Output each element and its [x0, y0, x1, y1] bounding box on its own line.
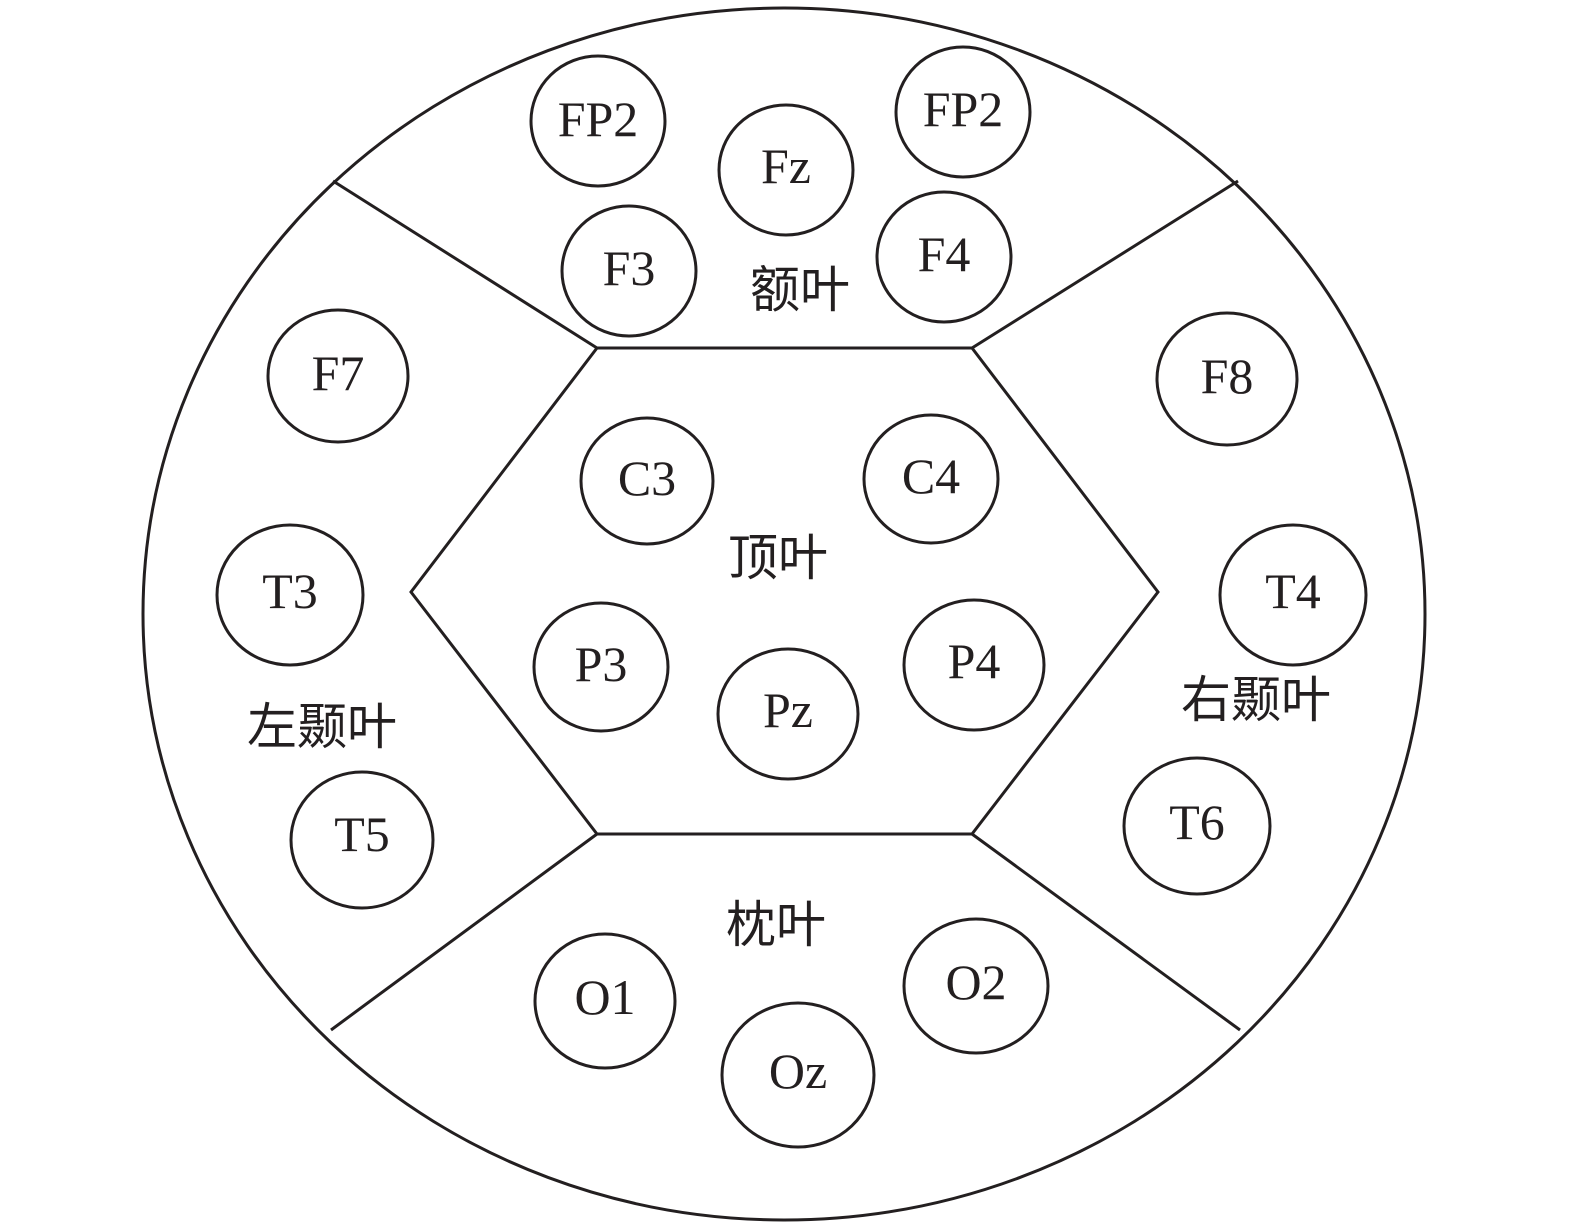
- head-outline: [141, 6, 1427, 1222]
- svg-text:C4: C4: [902, 448, 960, 504]
- region-occipital-label: 枕叶: [726, 896, 826, 954]
- electrode-f3: F3: [560, 204, 698, 338]
- divider-top-right: [971, 179, 1239, 350]
- electrode-c4: C4: [862, 413, 1000, 545]
- electrode-t3: T3: [215, 523, 365, 667]
- svg-text:F8: F8: [1201, 348, 1254, 404]
- electrode-f8: F8: [1155, 311, 1299, 447]
- svg-text:Fz: Fz: [761, 138, 811, 194]
- electrode-t5: T5: [289, 770, 435, 910]
- divider-top-left: [332, 179, 598, 350]
- svg-text:T4: T4: [1265, 563, 1321, 619]
- region-left-temporal-label: 左颞叶: [247, 698, 397, 756]
- svg-text:FP2: FP2: [923, 81, 1004, 137]
- electrode-o1: O1: [533, 932, 677, 1070]
- electrode-c3: C3: [579, 416, 715, 546]
- divider-bottom-right: [971, 832, 1241, 1032]
- region-parietal-label: 顶叶: [728, 529, 828, 587]
- svg-text:P3: P3: [575, 636, 628, 692]
- svg-text:FP2: FP2: [558, 91, 639, 147]
- electrode-f7: F7: [266, 308, 410, 444]
- region-frontal-label: 额叶: [750, 261, 850, 319]
- svg-text:F4: F4: [918, 226, 971, 282]
- svg-text:Pz: Pz: [763, 682, 813, 738]
- electrode-oz: Oz: [720, 1001, 876, 1149]
- svg-text:T5: T5: [334, 806, 390, 862]
- svg-text:F3: F3: [603, 240, 656, 296]
- electrode-p3: P3: [532, 601, 670, 733]
- svg-text:O2: O2: [945, 954, 1006, 1010]
- svg-text:F7: F7: [312, 345, 365, 401]
- svg-text:C3: C3: [618, 450, 676, 506]
- electrode-pz: Pz: [716, 647, 860, 781]
- electrode-fz: Fz: [717, 103, 855, 237]
- electrode-p4: P4: [902, 598, 1046, 732]
- electrode-fp-left: FP2: [529, 54, 667, 188]
- region-right-temporal-label: 右颞叶: [1181, 671, 1331, 729]
- svg-text:O1: O1: [574, 969, 635, 1025]
- electrode-fp-right: FP2: [894, 45, 1032, 179]
- divider-bottom-left: [330, 832, 598, 1032]
- svg-text:T3: T3: [262, 563, 318, 619]
- electrode-o2: O2: [902, 917, 1050, 1055]
- electrode-t6: T6: [1122, 756, 1272, 896]
- svg-text:T6: T6: [1169, 794, 1225, 850]
- svg-text:P4: P4: [948, 633, 1001, 689]
- electrode-f4: F4: [875, 190, 1013, 324]
- svg-text:Oz: Oz: [769, 1043, 827, 1099]
- electrode-t4: T4: [1218, 523, 1368, 667]
